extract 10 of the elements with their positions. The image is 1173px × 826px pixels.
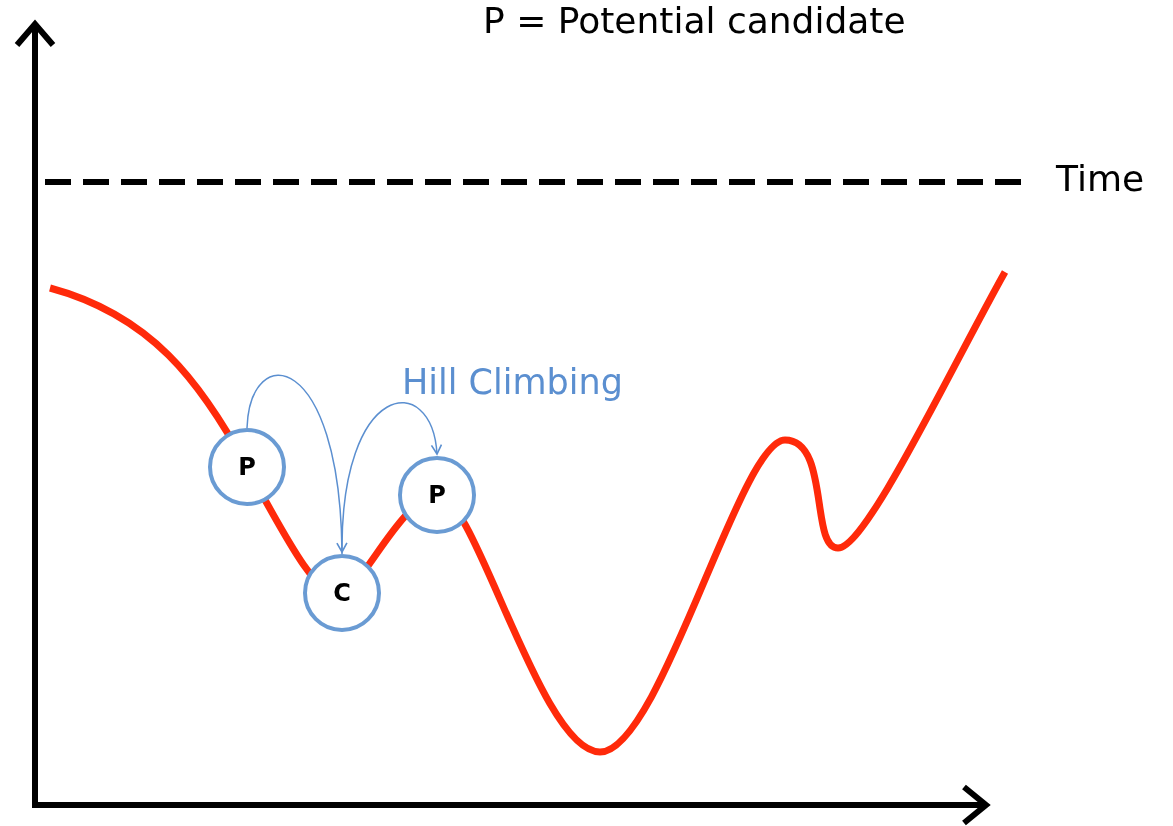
annotation-label: Hill Climbing [402,362,623,402]
threshold-label: Time [1056,158,1145,199]
candidate-circle [398,456,476,534]
node-letter: C [333,579,351,607]
node-letter: P [238,453,256,481]
arrow [341,402,442,555]
candidate-circle [303,554,381,632]
node-letter: P [428,481,446,509]
legend-note: P = Potential candidate [483,0,906,41]
arrow [246,375,348,553]
